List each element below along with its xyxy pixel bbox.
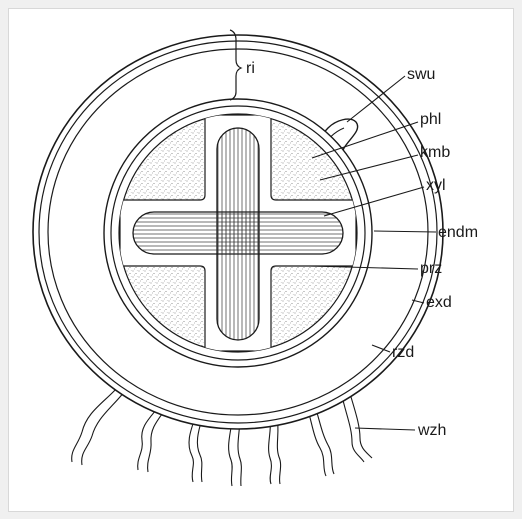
label-swu: swu [407, 66, 435, 83]
label-xyl: xyl [426, 177, 446, 194]
label-kmb: kmb [420, 144, 450, 161]
label-ri: ri [246, 60, 255, 77]
label-exd: exd [426, 294, 452, 311]
label-wzh: wzh [417, 422, 446, 439]
label-endm: endm [438, 224, 478, 241]
label-rzd: rzd [392, 344, 414, 361]
label-prz: prz [420, 260, 442, 277]
label-phl: phl [420, 111, 441, 128]
